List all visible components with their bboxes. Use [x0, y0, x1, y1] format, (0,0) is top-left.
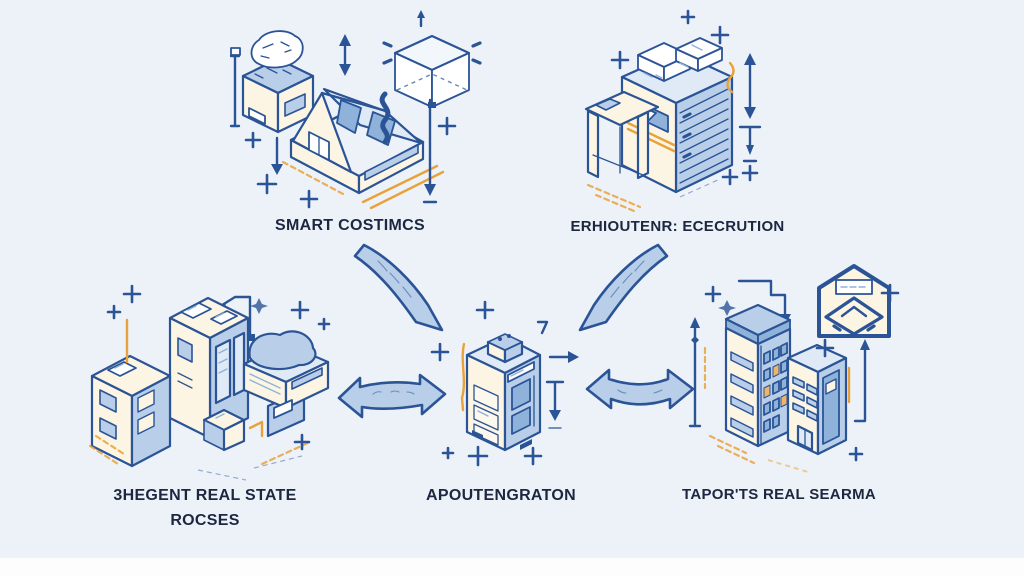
- printer-icon: [242, 330, 330, 438]
- copier-machine-icon: [584, 9, 762, 213]
- arrow-top-right-to-center: [578, 243, 669, 332]
- label-bottom-left-line1: 3HEGENT REAL STATE: [113, 487, 297, 504]
- label-top-right: ERHIOUTENR: ECECRUTION: [570, 218, 785, 235]
- arrow-top-left-to-center: [353, 243, 444, 332]
- label-center: APOUTENGRATON: [426, 487, 576, 504]
- server-towers-printer-icon: [88, 284, 331, 481]
- printer-house-cube-icon: [229, 10, 482, 210]
- central-tower-icon: [430, 300, 579, 467]
- city-buildings-icon: [688, 264, 900, 473]
- side-table-icon: [584, 90, 660, 213]
- house-badge-icon: [817, 264, 891, 338]
- small-cube-icon: [202, 408, 264, 452]
- window-grid: [763, 342, 788, 433]
- label-bottom-left: 3HEGENT REAL STATE ROCSES: [75, 484, 335, 534]
- arrow-bottom-left-to-center: [337, 373, 447, 419]
- house-icon: [281, 87, 445, 210]
- arrow-center-to-bottom-right: [585, 368, 695, 410]
- label-top-left: SMART COSTIMCS: [275, 217, 425, 234]
- label-bottom-left-line2: ROCSES: [170, 511, 240, 529]
- bottom-white-strip: [0, 558, 1024, 576]
- cube-icon: [379, 10, 482, 145]
- label-bottom-right: TAPOR'TS REAL SEARMA: [681, 486, 877, 503]
